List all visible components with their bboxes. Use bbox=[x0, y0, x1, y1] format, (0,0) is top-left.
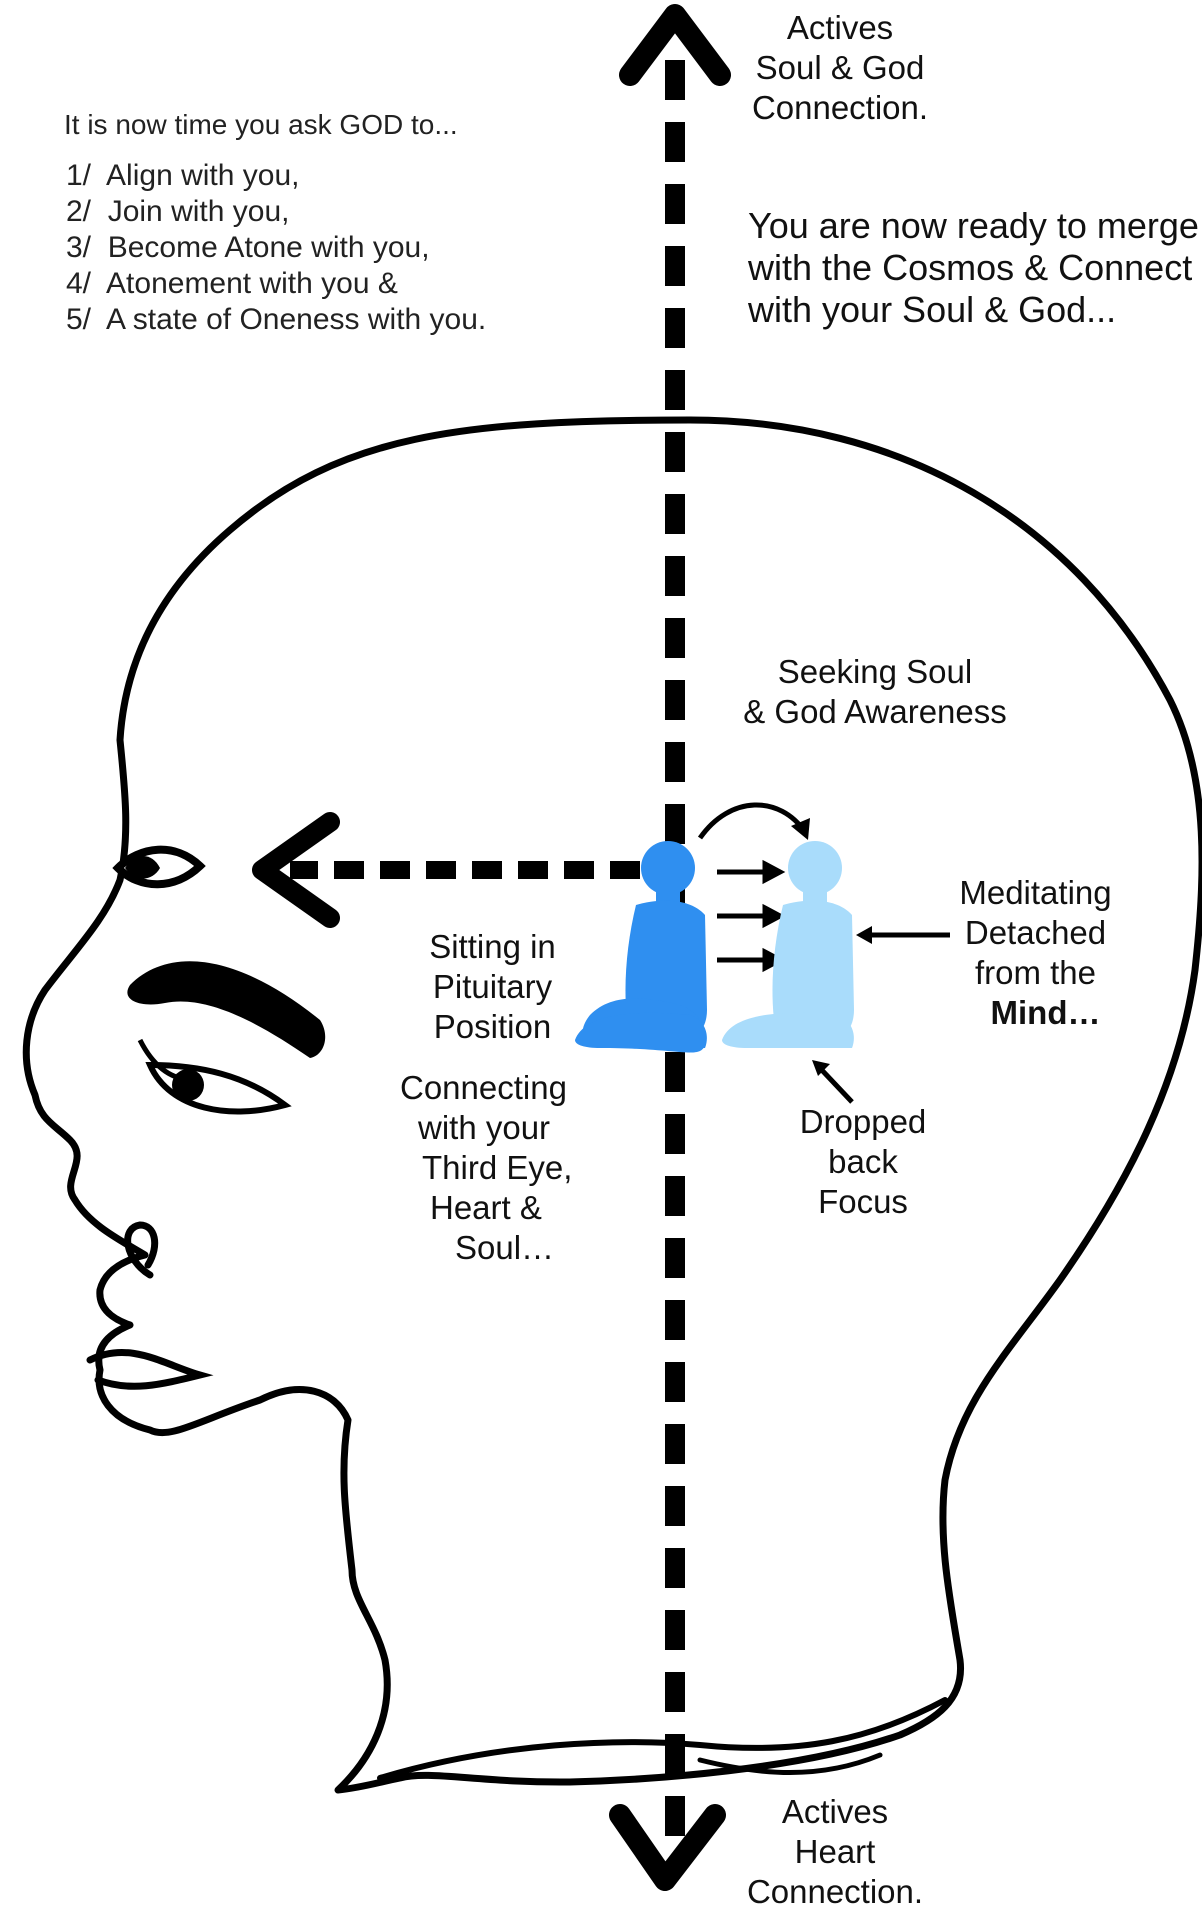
step-text: Align with you, bbox=[106, 159, 299, 192]
step-number: 2/ bbox=[66, 195, 91, 228]
top-label-line: Connection. bbox=[745, 88, 935, 128]
dropped-label-line: Dropped bbox=[778, 1102, 948, 1142]
top-label: Actives Soul & God Connection. bbox=[745, 8, 935, 128]
connecting-label: Connecting with your Third Eye, Heart & … bbox=[400, 1068, 572, 1268]
connecting-label-line: Soul… bbox=[400, 1228, 572, 1268]
prompt-text: It is now time you ask GOD to... bbox=[64, 108, 458, 142]
steps-list: 1/ Align with you, 2/ Join with you, 3/ … bbox=[66, 158, 486, 338]
connecting-label-line: with your bbox=[400, 1108, 572, 1148]
meditating-arrow-head bbox=[856, 926, 872, 944]
meditating-label: Meditating Detached from the Mind… bbox=[948, 873, 1123, 1033]
sitting-label-line: Pituitary bbox=[410, 967, 575, 1007]
step-number: 3/ bbox=[66, 231, 91, 264]
top-label-line: Soul & God bbox=[745, 48, 935, 88]
push-arrows bbox=[717, 864, 780, 968]
step-number: 5/ bbox=[66, 303, 91, 336]
merge-text-line: You are now ready to merge bbox=[748, 205, 1199, 247]
meditating-label-line: Detached bbox=[948, 913, 1123, 953]
step-item: 5/ A state of Oneness with you. bbox=[66, 302, 486, 338]
curved-arrow bbox=[700, 805, 805, 838]
bottom-label-line: Actives bbox=[740, 1792, 930, 1832]
dropped-label: Dropped back Focus bbox=[778, 1102, 948, 1222]
meditating-label-line: from the bbox=[948, 953, 1123, 993]
meditating-figure-dark-icon bbox=[575, 841, 707, 1053]
bottom-label-line: Connection. bbox=[740, 1872, 930, 1912]
step-text: Atonement with you & bbox=[106, 267, 398, 300]
step-text: Join with you, bbox=[108, 195, 290, 228]
eyebrow-icon bbox=[127, 961, 325, 1058]
top-label-line: Actives bbox=[745, 8, 935, 48]
step-item: 2/ Join with you, bbox=[66, 194, 486, 230]
seeking-label-line: Seeking Soul bbox=[725, 652, 1025, 692]
connecting-label-line: Third Eye, bbox=[400, 1148, 572, 1188]
meditating-label-line: Meditating bbox=[948, 873, 1123, 913]
step-item: 4/ Atonement with you & bbox=[66, 266, 486, 302]
neck-fold bbox=[380, 1700, 945, 1778]
seeking-label-line: & God Awareness bbox=[725, 692, 1025, 732]
connecting-label-line: Heart & bbox=[400, 1188, 572, 1228]
bottom-label-line: Heart bbox=[740, 1832, 930, 1872]
step-number: 4/ bbox=[66, 267, 91, 300]
dropped-arrow bbox=[818, 1066, 852, 1102]
sitting-label-line: Sitting in bbox=[410, 927, 575, 967]
bottom-label: Actives Heart Connection. bbox=[740, 1792, 930, 1912]
lips-icon bbox=[90, 1352, 200, 1386]
dropped-label-line: Focus bbox=[778, 1182, 948, 1222]
step-number: 1/ bbox=[66, 159, 91, 192]
seeking-label: Seeking Soul & God Awareness bbox=[725, 652, 1025, 732]
dropped-label-line: back bbox=[778, 1142, 948, 1182]
step-text: Become Atone with you, bbox=[108, 231, 430, 264]
meditating-label-bold: Mind… bbox=[948, 993, 1123, 1033]
eye-pupil-icon bbox=[172, 1069, 204, 1101]
connecting-label-line: Connecting bbox=[400, 1068, 572, 1108]
merge-text-line: with the Cosmos & Connect bbox=[748, 247, 1199, 289]
step-item: 1/ Align with you, bbox=[66, 158, 486, 194]
sitting-label-line: Position bbox=[410, 1007, 575, 1047]
merge-text-line: with your Soul & God... bbox=[748, 289, 1199, 331]
step-item: 3/ Become Atone with you, bbox=[66, 230, 486, 266]
sitting-label: Sitting in Pituitary Position bbox=[410, 927, 575, 1047]
step-text: A state of Oneness with you. bbox=[106, 303, 486, 336]
merge-text: You are now ready to merge with the Cosm… bbox=[748, 205, 1199, 331]
